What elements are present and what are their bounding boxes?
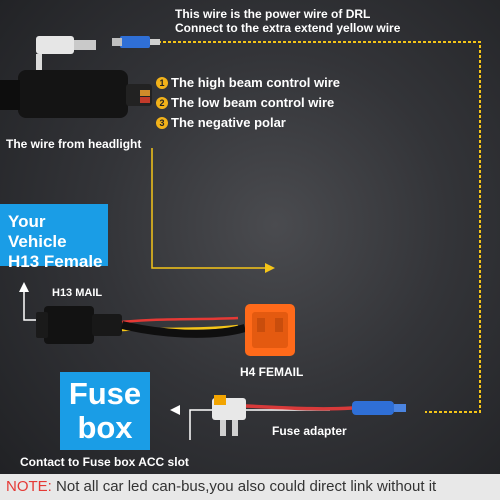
arrow-up-icon <box>19 282 29 292</box>
vehicle-badge-line1: Your Vehicle <box>8 212 67 251</box>
fuse-red-wire <box>245 404 353 411</box>
number-badge-2: 2 <box>156 97 168 109</box>
fuse-adapter-label: Fuse adapter <box>272 424 347 438</box>
drl-yellow-wire <box>158 41 481 413</box>
vehicle-badge-line2: H13 Female <box>8 252 103 271</box>
fuse-box-line2: box <box>77 410 133 445</box>
yellow-guide-line <box>151 148 268 269</box>
spade-terminal-icon <box>112 36 160 48</box>
note-text: Not all car led can-bus,you also could d… <box>56 478 437 495</box>
black-cable <box>121 321 247 338</box>
drl-title-line1: This wire is the power wire of DRL <box>175 7 371 21</box>
vehicle-h13-badge: Your Vehicle H13 Female <box>0 204 108 271</box>
arrow-left-icon <box>170 405 180 415</box>
number-badge-3: 3 <box>156 117 168 129</box>
note-label: NOTE: <box>6 478 52 495</box>
from-headlight-label: The wire from headlight <box>6 137 142 151</box>
h13-mail-label: H13 MAIL <box>52 287 103 299</box>
h4-female-connector-icon <box>245 304 295 356</box>
drl-title-line2: Connect to the extra extend yellow wire <box>175 21 401 35</box>
fuse-box-badge: Fuse box <box>60 372 150 450</box>
white-guide-line <box>189 409 330 440</box>
number-badge-1: 1 <box>156 77 168 89</box>
fuse-adapter-icon <box>212 395 246 436</box>
note-footer: NOTE: Not all car led can-bus,you also c… <box>0 474 500 500</box>
arrow-right-icon <box>265 263 275 273</box>
h13-male-connector-icon <box>36 306 122 344</box>
list-item-1: The high beam control wire <box>171 75 341 90</box>
blue-butt-connector-icon <box>352 401 406 415</box>
fuse-contact-label: Contact to Fuse box ACC slot <box>20 455 189 469</box>
list-item-2: The low beam control wire <box>171 95 335 110</box>
fuse-box-line1: Fuse <box>68 376 142 411</box>
bulb-connector-icon <box>0 36 152 118</box>
red-wire <box>121 316 239 324</box>
drl-title: This wire is the power wire of DRL Conne… <box>175 7 400 35</box>
h4-femail-label: H4 FEMAIL <box>240 365 304 379</box>
white-guide-line-2 <box>23 290 38 321</box>
list-item-3: The negative polar <box>171 115 286 130</box>
